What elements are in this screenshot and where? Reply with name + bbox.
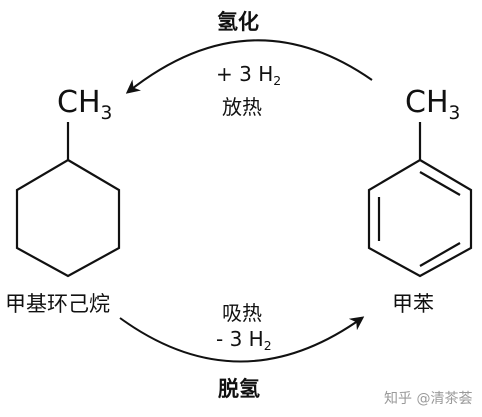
toluene-name: 甲苯	[392, 292, 434, 316]
hydrogenation-arrow	[125, 39, 373, 94]
hydrogen-removed-label: - 3 H2	[216, 327, 272, 354]
hydrogen-added-label: + 3 H2	[216, 62, 282, 89]
methylcyclohexane-name: 甲基环己烷	[5, 292, 110, 316]
watermark: 知乎 @清茶荟	[384, 391, 473, 407]
dehydrogenation-title: 脱氢	[218, 377, 260, 401]
methyl-group-left: CH3	[57, 85, 113, 124]
hydrogenation-title: 氢化	[217, 10, 259, 34]
benzene-ring	[367, 122, 473, 278]
exothermic-label: 放热	[222, 95, 262, 119]
methyl-group-right: CH3	[405, 85, 461, 124]
cyclohexane-ring	[15, 122, 121, 278]
dehydrogenation-arrow	[119, 316, 365, 363]
endothermic-label: 吸热	[222, 301, 262, 325]
